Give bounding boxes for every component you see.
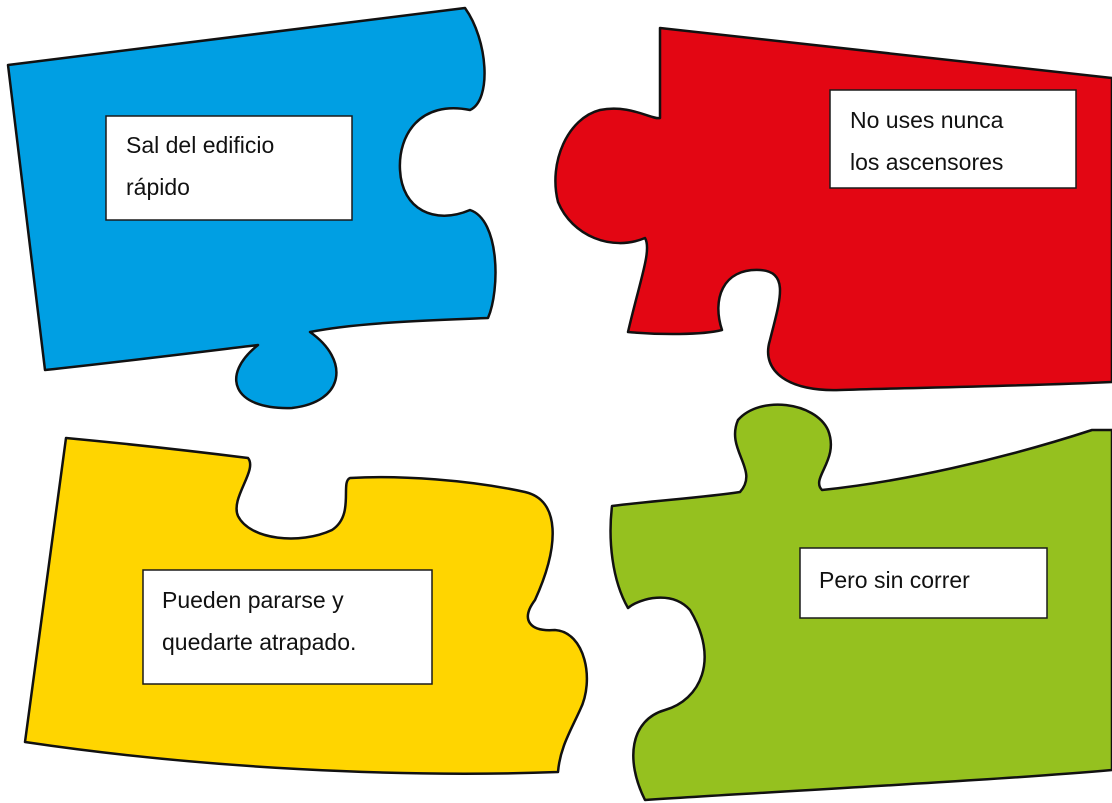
red-card-text: No uses nunca los ascensores [850, 107, 1010, 175]
puzzle-piece-green: Pero sin correr [609, 403, 1112, 802]
red-card-line-2: los ascensores [850, 149, 1003, 175]
puzzle-piece-red: No uses nunca los ascensores [554, 26, 1112, 392]
blue-card-line-2: rápido [126, 174, 190, 200]
blue-card-text: Sal del edificio rápido [126, 132, 281, 200]
green-card-text: Pero sin correr [819, 567, 970, 593]
red-text-card [829, 89, 1077, 189]
yellow-card-line-2: quedarte atrapado. [162, 629, 356, 655]
yellow-card-text: Pueden pararse y quedarte atrapado. [162, 587, 356, 655]
puzzle-piece-red-shape [554, 26, 1112, 392]
green-text-card [799, 547, 1048, 619]
yellow-text-card [142, 569, 433, 685]
yellow-card-line-1: Pueden pararse y [162, 587, 344, 613]
puzzle-piece-yellow: Pueden pararse y quedarte atrapado. [23, 436, 589, 775]
blue-card-line-1: Sal del edificio [126, 132, 274, 158]
red-card-line-1: No uses nunca [850, 107, 1004, 133]
puzzle-piece-blue: Sal del edificio rápido [6, 6, 497, 410]
green-card-line-1: Pero sin correr [819, 567, 970, 593]
blue-text-card [105, 115, 353, 221]
